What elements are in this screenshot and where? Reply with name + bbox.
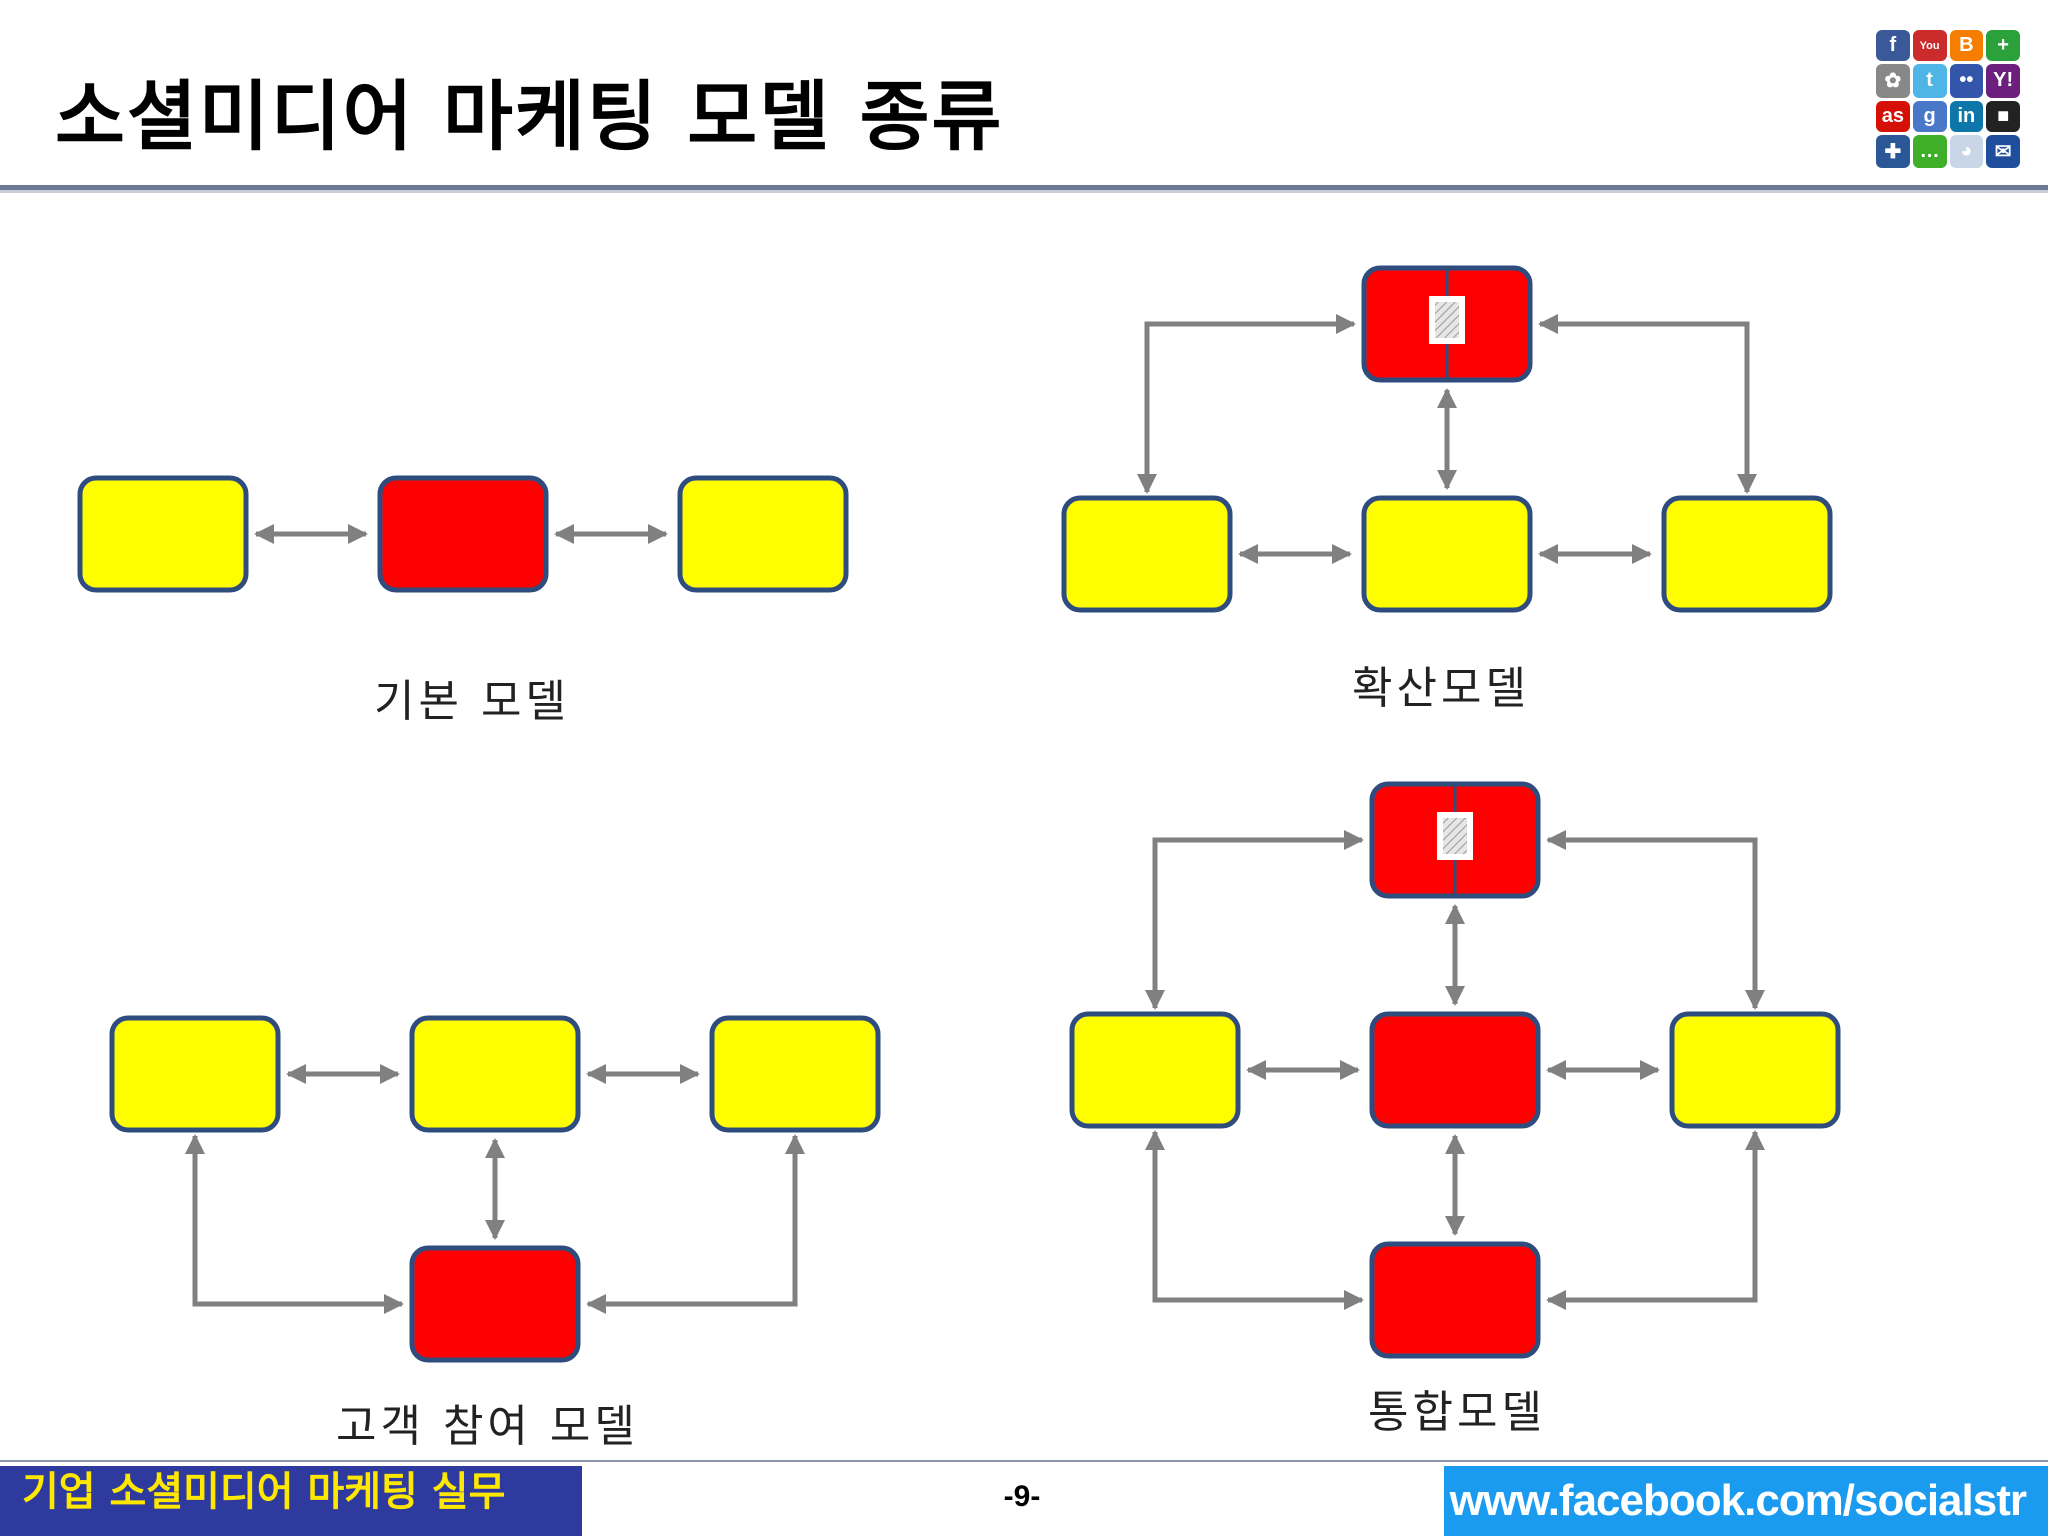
slide-title: 소셜미디어 마케팅 모델 종류 <box>55 72 1004 161</box>
participation-model <box>109 1015 881 1363</box>
integrated-yellow-box-right <box>1669 1011 1841 1129</box>
integrated-arrow-loop-bottom-left <box>1145 1130 1364 1310</box>
diffusion-yellow-box-center <box>1361 495 1533 613</box>
yahoo-icon: Y! <box>1986 64 2020 98</box>
integrated-arrow-loop-bottom-right <box>1546 1130 1765 1310</box>
footer-divider <box>0 1460 2048 1462</box>
chat-icon: … <box>1912 134 1947 168</box>
integrated-yellow-box-left <box>1069 1011 1241 1129</box>
basic-model <box>77 475 849 593</box>
title-divider <box>0 185 2048 190</box>
facebook-icon: f <box>1876 30 1910 62</box>
myspace-icon: ✚ <box>1876 134 1910 168</box>
diffusion-arrow-loop-right <box>1538 314 1757 494</box>
google-icon: g <box>1912 100 1947 132</box>
integrated-model-label: 통합모델 <box>1368 1387 1546 1438</box>
reddit-icon: ◕ <box>1949 134 1984 168</box>
footer-course-title: 기업 소셜미디어 마케팅 실무 <box>0 1466 582 1536</box>
skype-icon: ✉ <box>1986 134 2020 168</box>
basic-model-label: 기본 모델 <box>374 676 570 727</box>
linkedin-icon: in <box>1949 100 1984 132</box>
blogger-icon: B <box>1949 30 1984 62</box>
diffusion-model <box>1061 265 1833 613</box>
participation-arrow-loop-left <box>185 1134 404 1314</box>
footer-url: www.facebook.com/socialstr <box>1444 1466 2048 1536</box>
integrated-model <box>1069 781 1841 1359</box>
youtube-icon: You <box>1912 30 1947 62</box>
twitter-icon: t <box>1912 64 1947 98</box>
basic-yellow-box-right <box>677 475 849 593</box>
picasa-icon: ✿ <box>1876 64 1910 98</box>
page-number: -9- <box>1003 1480 1041 1513</box>
diffusion-model-label: 확산모델 <box>1352 663 1530 714</box>
participation-yellow-box-center <box>409 1015 581 1133</box>
participation-arrow-loop-right <box>586 1134 805 1314</box>
basic-yellow-box-left <box>77 475 249 593</box>
participation-model-label: 고객 참여 모델 <box>336 1401 639 1452</box>
diffusion-top-box-notch <box>1429 296 1465 344</box>
integrated-arrow-loop-top-left <box>1145 830 1364 1010</box>
delicious-icon: ■ <box>1986 100 2020 132</box>
participation-yellow-box-left <box>109 1015 281 1133</box>
diffusion-arrow-loop-left <box>1137 314 1356 494</box>
integrated-red-box-bottom <box>1369 1241 1541 1359</box>
diffusion-yellow-box-right <box>1661 495 1833 613</box>
google-plus-icon: + <box>1986 30 2020 62</box>
participation-red-box-bottom <box>409 1245 581 1363</box>
integrated-arrow-loop-top-right <box>1546 830 1765 1010</box>
integrated-red-box-center <box>1369 1011 1541 1129</box>
integrated-top-box-notch <box>1437 812 1473 860</box>
flickr-icon: •• <box>1949 64 1984 98</box>
lastfm-icon: as <box>1876 100 1910 132</box>
diffusion-yellow-box-left <box>1061 495 1233 613</box>
basic-red-box-center <box>377 475 549 593</box>
participation-yellow-box-right <box>709 1015 881 1133</box>
title-divider-shadow <box>0 190 2048 193</box>
